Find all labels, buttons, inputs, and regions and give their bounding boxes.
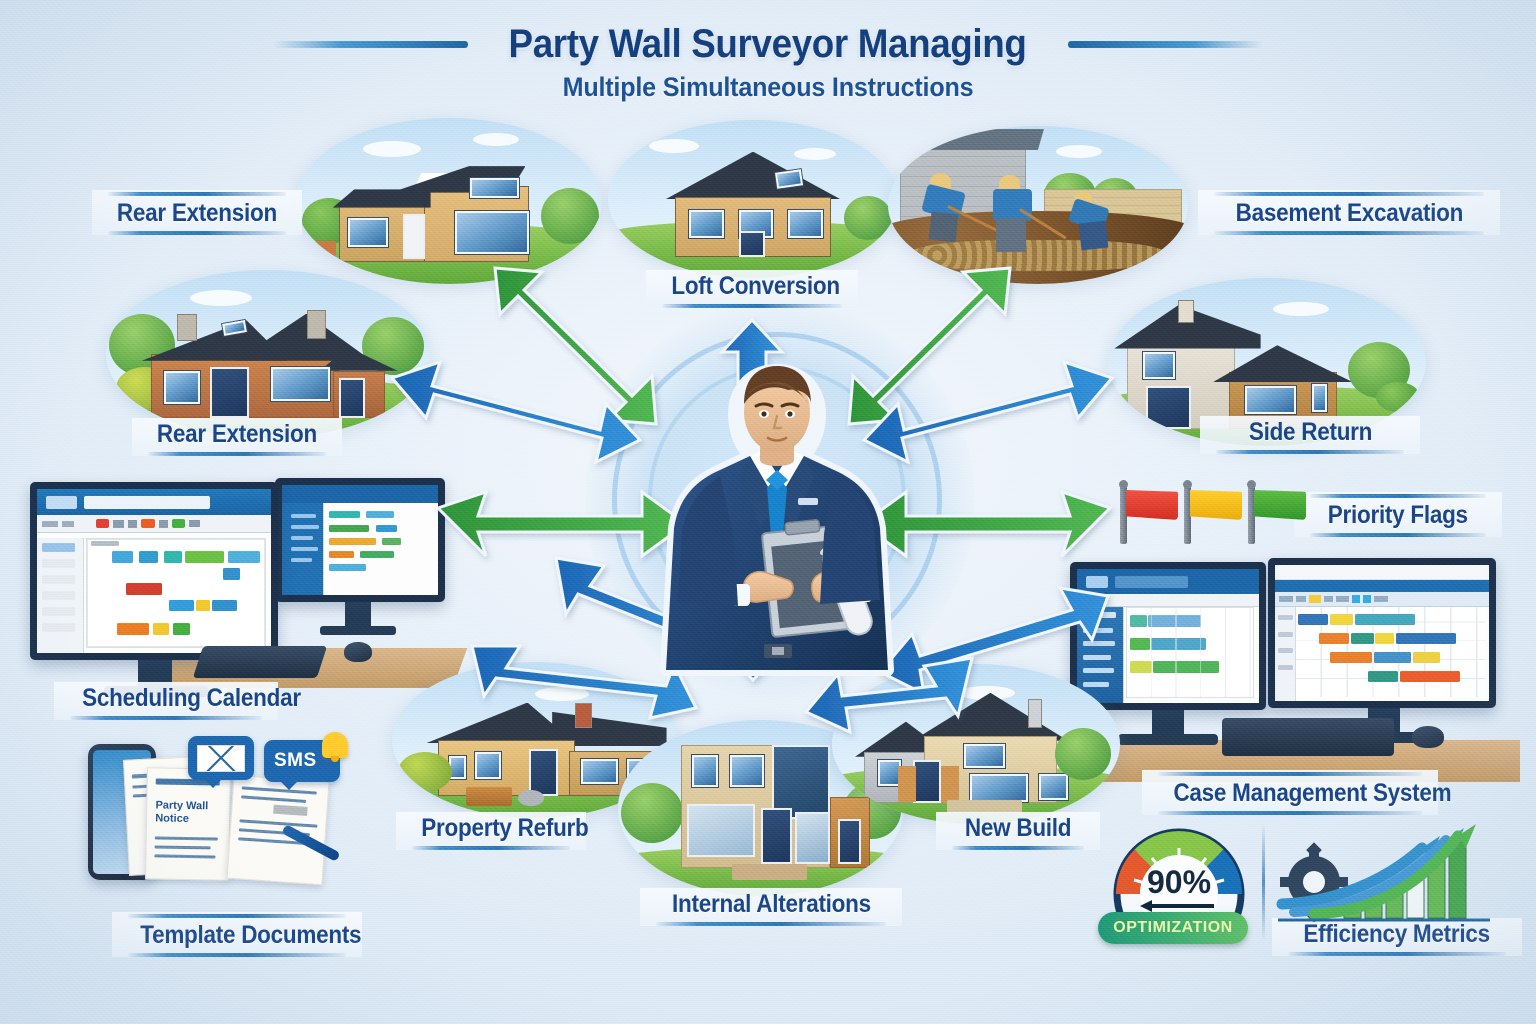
sms-label: SMS — [274, 750, 317, 771]
label-rear-extension-left: Rear Extension — [132, 418, 342, 456]
label-efficiency-metrics: Efficiency Metrics — [1272, 918, 1522, 956]
screen-secondary-left — [282, 485, 438, 595]
page-title: Party Wall Surveyor Managing Multiple Si… — [0, 22, 1536, 103]
label-case-management-system: Case Management System — [1142, 770, 1452, 815]
title-main: Party Wall Surveyor Managing — [509, 22, 1027, 66]
flag-amber-icon — [1183, 480, 1192, 544]
document-title-line1: Party Wall — [155, 799, 209, 813]
label-property-refurb: Property Refurb — [396, 812, 589, 850]
surveyor-figure — [648, 352, 906, 682]
optimization-ribbon: OPTIMIZATION — [1098, 912, 1248, 944]
sms-notification-bubble: SMS — [264, 740, 340, 790]
title-subtitle: Multiple Simultaneous Instructions — [562, 72, 974, 102]
efficiency-metrics-graphic — [1274, 820, 1494, 930]
flag-red-icon — [1119, 480, 1128, 544]
label-template-documents: Template Documents — [112, 912, 362, 957]
mouse-right — [1412, 726, 1444, 748]
optimization-label: OPTIMIZATION — [1113, 919, 1233, 936]
label-side-return: Side Return — [1200, 416, 1420, 454]
mouse-left — [344, 642, 372, 662]
scene-loft-conversion — [608, 120, 898, 278]
monitor-primary-left — [30, 482, 278, 660]
scene-new-build — [832, 664, 1120, 824]
keyboard-right — [1222, 718, 1394, 756]
envelope-icon — [197, 745, 245, 772]
bell-icon — [322, 732, 348, 762]
scene-rear-extension-left — [106, 270, 430, 438]
monitor-secondary-left — [275, 478, 445, 602]
screen-scheduling-calendar — [37, 489, 271, 653]
priority-flags-group — [1114, 480, 1306, 544]
monitor-secondary-right — [1268, 558, 1496, 708]
document-sheet-front — [226, 774, 330, 886]
label-scheduling-calendar: Scheduling Calendar — [54, 682, 301, 720]
email-notification-bubble — [188, 736, 254, 788]
label-basement-excavation: Basement Excavation — [1198, 190, 1500, 235]
gauge-value: 90% — [1146, 864, 1212, 900]
scene-basement-excavation — [888, 126, 1188, 284]
label-rear-extension-top: Rear Extension — [92, 190, 302, 235]
label-loft-conversion: Loft Conversion — [646, 270, 858, 308]
label-internal-alterations: Internal Alterations — [640, 888, 902, 926]
template-documents-group: Party Wall Notice SMS — [84, 730, 374, 910]
flag-green-icon — [1247, 480, 1256, 544]
divider — [1262, 824, 1265, 940]
monitor-primary-right — [1070, 562, 1266, 710]
screen-gantt-chart — [1275, 565, 1489, 701]
scene-rear-extension-top — [296, 118, 602, 284]
label-new-build: New Build — [936, 812, 1100, 850]
title-dash-right — [1067, 41, 1263, 48]
label-priority-flags: Priority Flags — [1294, 492, 1502, 537]
keyboard-left — [192, 646, 328, 678]
optimization-gauge: 90% OPTIMIZATION — [1098, 818, 1254, 960]
document-title-line2: Notice — [155, 812, 190, 825]
title-dash-left — [273, 41, 469, 48]
